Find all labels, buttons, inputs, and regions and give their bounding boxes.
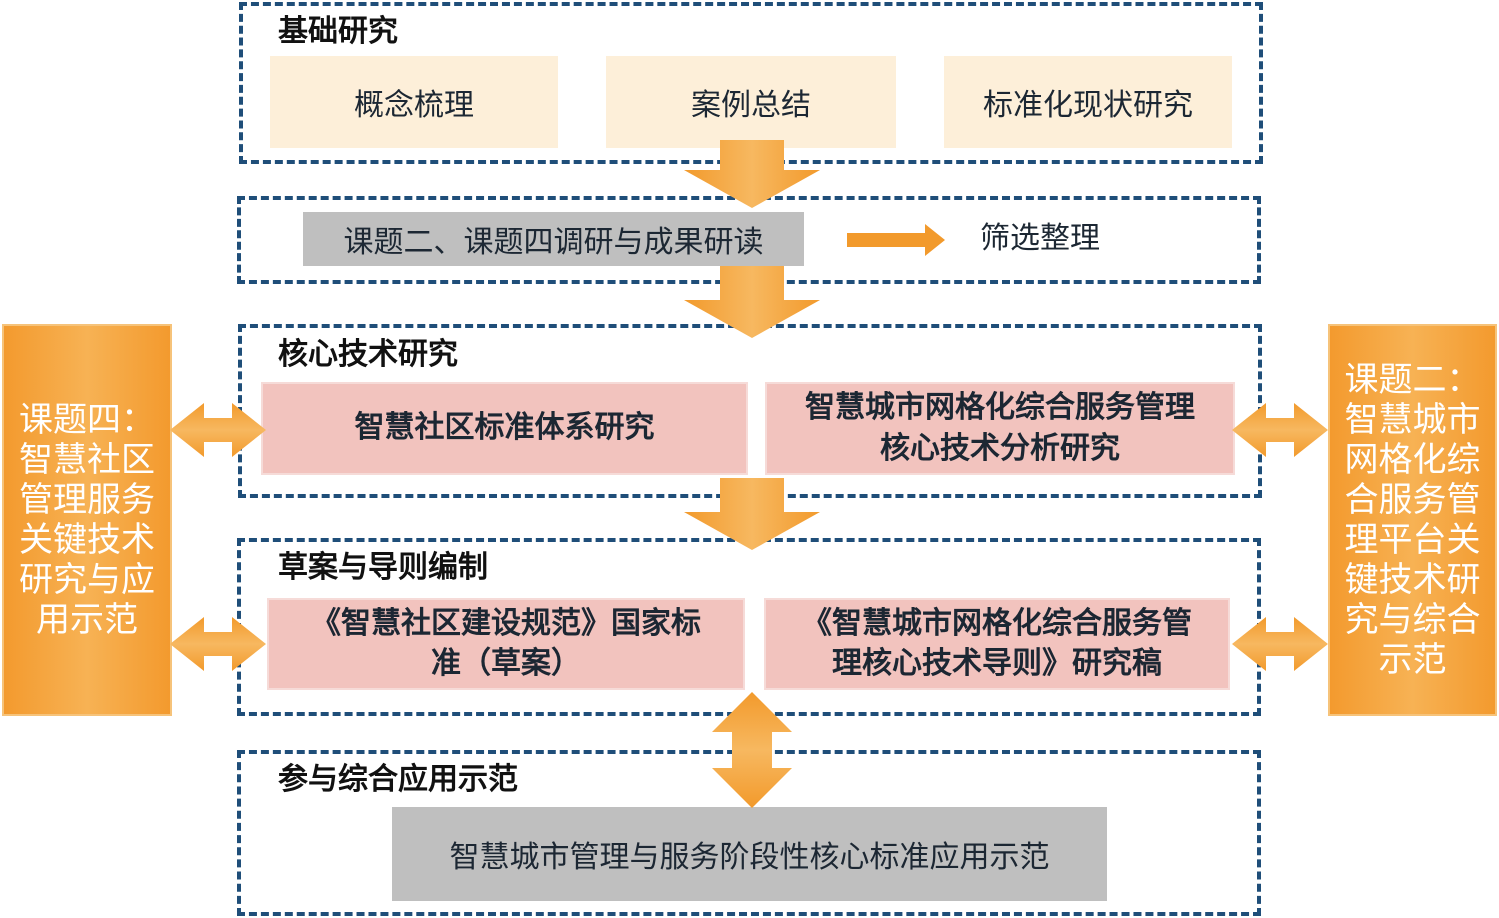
section-draft-title: 草案与导则编制 [278,550,488,585]
side-box-topic-four: 课题四：智慧社区管理服务关键技术研究与应用示范 [2,324,172,716]
grid-service-analysis-line2: 核心技术分析研究 [880,430,1120,466]
section-basic-title: 基础研究 [278,14,398,49]
filter-organize-label: 筛选整理 [980,221,1100,256]
community-spec-draft-line2: 准（草案） [431,646,581,681]
grid-guideline-draft-line2: 理核心技术导则》研究稿 [832,646,1162,681]
section-core-title: 核心技术研究 [278,337,458,372]
concept-box: 概念梳理 [270,56,558,148]
community-spec-draft-box: 《智慧社区建设规范》国家标 准（草案） [267,598,745,690]
grid-guideline-draft-line1: 《智慧城市网格化综合服务管 [802,605,1192,641]
grid-service-analysis-line1: 智慧城市网格化综合服务管理 [805,390,1195,425]
case-summary-box: 案例总结 [606,56,896,148]
grid-guideline-draft-box: 《智慧城市网格化综合服务管 理核心技术导则》研究稿 [764,598,1230,690]
grid-service-analysis-box: 智慧城市网格化综合服务管理 核心技术分析研究 [765,382,1235,475]
survey-box: 课题二、课题四调研与成果研读 [303,212,804,266]
demo-box: 智慧城市管理与服务阶段性核心标准应用示范 [392,807,1107,901]
community-standard-box: 智慧社区标准体系研究 [261,382,748,475]
section-demo-title: 参与综合应用示范 [278,762,518,797]
side-box-topic-two: 课题二：智慧城市网格化综合服务管理平台关键技术研究与综合示范 [1328,324,1497,716]
community-spec-draft-line1: 《智慧社区建设规范》国家标 [311,605,701,641]
standardization-status-box: 标准化现状研究 [944,56,1232,148]
